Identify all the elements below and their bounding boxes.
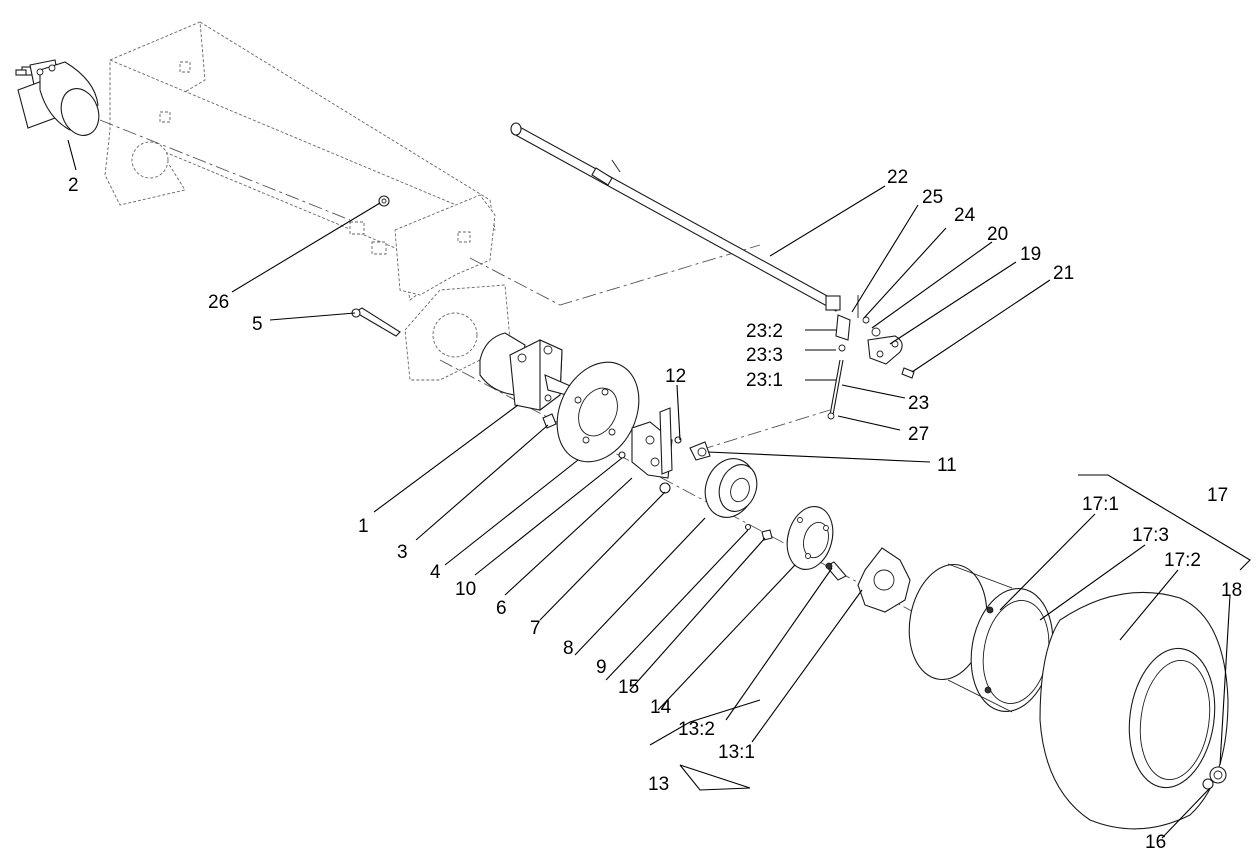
frame-rail (104, 21, 511, 381)
callout-17-2: 17:2 (1164, 550, 1201, 571)
callout-12: 12 (665, 366, 686, 387)
callout-23-1: 23:1 (746, 370, 783, 391)
callout-20: 20 (987, 224, 1008, 245)
callout-27: 27 (908, 424, 929, 445)
callout-6: 6 (496, 598, 507, 619)
spacer (786, 506, 834, 570)
callout-23: 23 (908, 393, 929, 414)
callout-13: 13 (648, 774, 669, 795)
callout-10: 10 (455, 579, 476, 600)
callout-13-2: 13:2 (678, 719, 715, 740)
bolt-5 (351, 307, 401, 337)
nut-26 (378, 195, 390, 207)
callout-19: 19 (1020, 244, 1041, 265)
callout-1: 1 (358, 516, 369, 537)
callout-26: 26 (208, 292, 229, 313)
lug-nut (1202, 766, 1227, 790)
brake-disc (556, 361, 640, 463)
callout-17-3: 17:3 (1132, 525, 1169, 546)
callout-22: 22 (887, 167, 908, 188)
callout-8: 8 (563, 638, 574, 659)
callout-4: 4 (430, 562, 441, 583)
callout-23-2: 23:2 (746, 321, 783, 342)
shaft (510, 122, 841, 312)
hardware-10-6 (618, 451, 671, 494)
callout-5: 5 (252, 314, 263, 335)
callout-16: 16 (1145, 832, 1166, 853)
callout-15: 15 (618, 677, 639, 698)
callout-2: 2 (68, 175, 79, 196)
callout-7: 7 (530, 618, 541, 639)
key-3 (542, 413, 557, 429)
callout-21: 21 (1053, 263, 1074, 284)
hub (704, 458, 773, 541)
callout-23-3: 23:3 (746, 345, 783, 366)
callout-24: 24 (954, 205, 976, 226)
coupler (825, 547, 911, 613)
motor-left (15, 59, 100, 136)
callout-11: 11 (937, 455, 957, 476)
callout-9: 9 (596, 657, 607, 678)
callout-14: 14 (650, 697, 672, 718)
wheel-rim (908, 563, 1054, 713)
wheel-motor (479, 332, 581, 412)
tire (1039, 591, 1229, 830)
callout-25: 25 (922, 187, 943, 208)
callout-18: 18 (1221, 580, 1242, 601)
callout-3: 3 (397, 542, 408, 563)
callout-17: 17 (1207, 485, 1228, 506)
callout-17-1: 17:1 (1082, 494, 1119, 515)
callout-labels: 2 26 5 22 25 24 20 19 21 23:2 23:3 23:1 … (68, 167, 1242, 853)
leader-lines (67, 139, 1251, 839)
callout-13-1: 13:1 (718, 742, 755, 763)
caliper-bracket (631, 407, 711, 479)
linkage-assembly (827, 295, 915, 420)
